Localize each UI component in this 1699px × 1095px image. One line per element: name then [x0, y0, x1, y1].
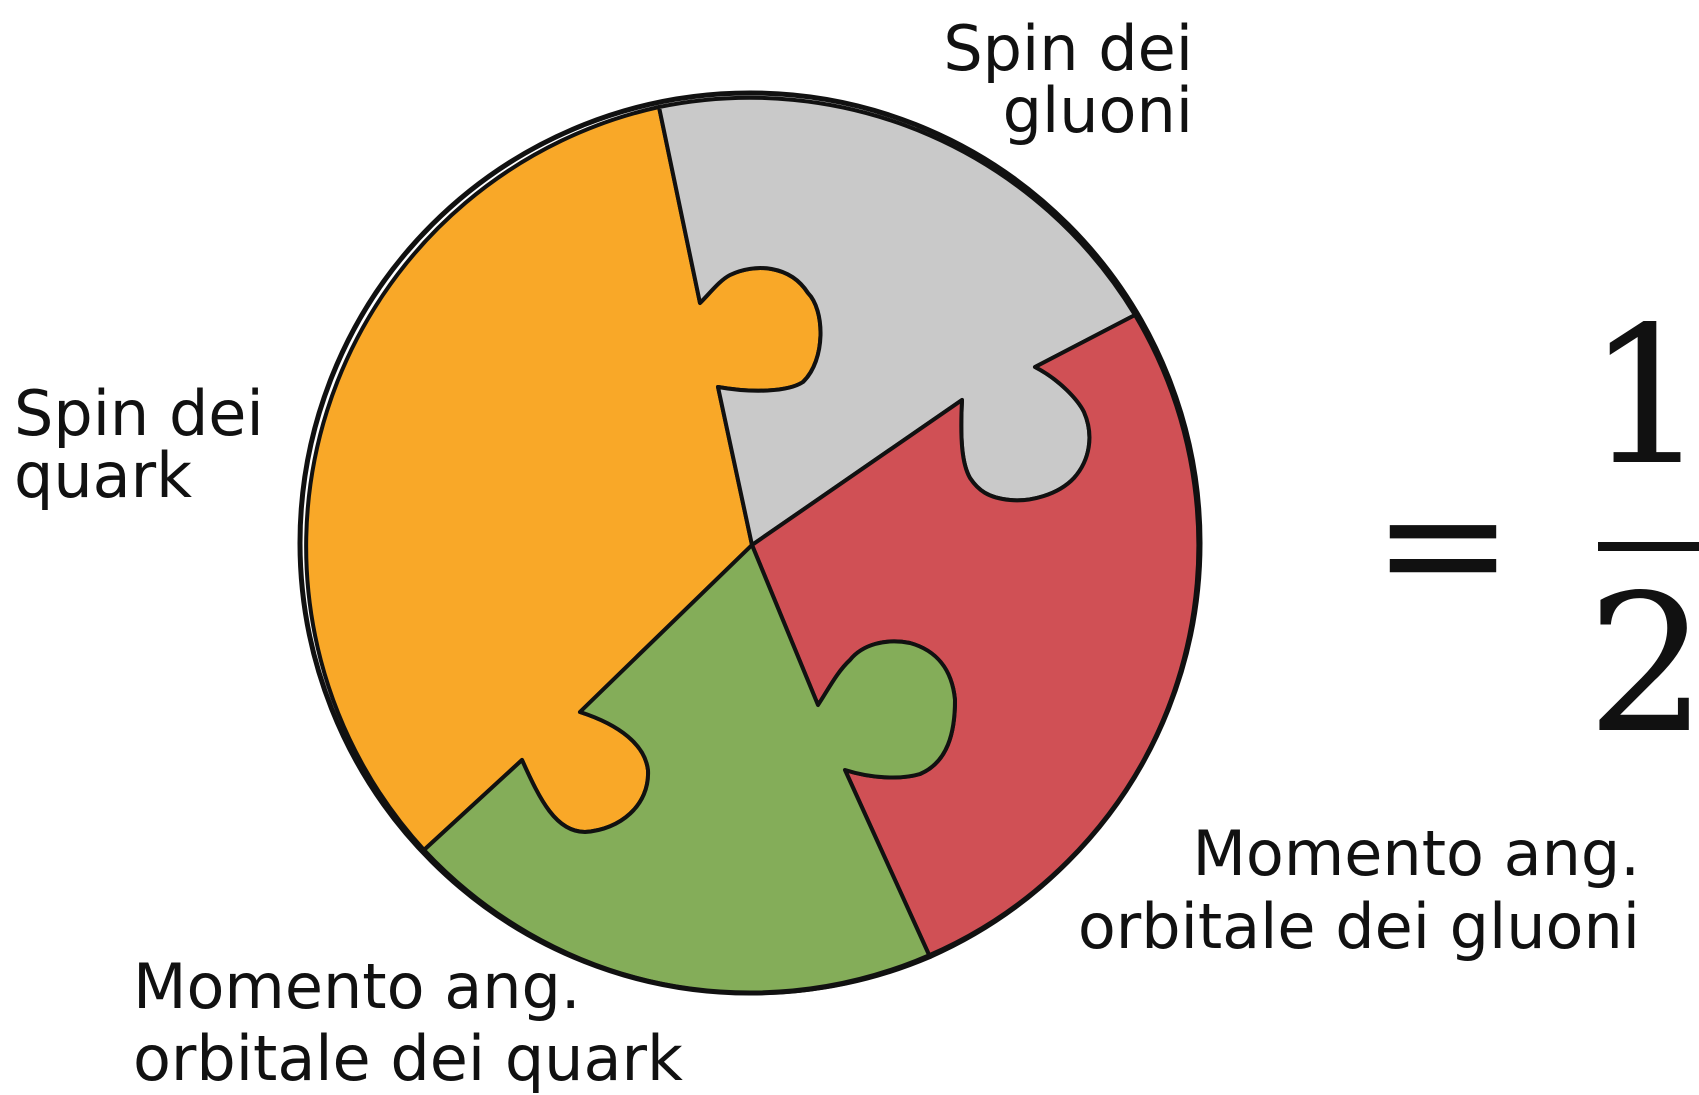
label-spin-gluoni-line2: gluoni	[1003, 74, 1193, 147]
label-momento-gluoni-line1: Momento ang.	[1192, 817, 1640, 890]
label-momento-gluoni-line2: orbitale dei gluoni	[1078, 890, 1640, 963]
fraction-denominator: 2	[1587, 554, 1699, 775]
fraction-bar	[1598, 542, 1699, 551]
equals-sign: =	[1372, 445, 1514, 643]
label-momento-quark-line1: Momento ang.	[133, 950, 581, 1023]
label-spin-quark-line1: Spin dei	[14, 377, 264, 450]
label-spin-gluoni-line1: Spin dei	[943, 12, 1193, 85]
fraction-numerator: 1	[1587, 286, 1699, 507]
label-spin-quark-line2: quark	[14, 439, 192, 512]
puzzle-outline	[297, 90, 1203, 996]
label-momento-quark-line2: orbitale dei quark	[133, 1022, 683, 1095]
